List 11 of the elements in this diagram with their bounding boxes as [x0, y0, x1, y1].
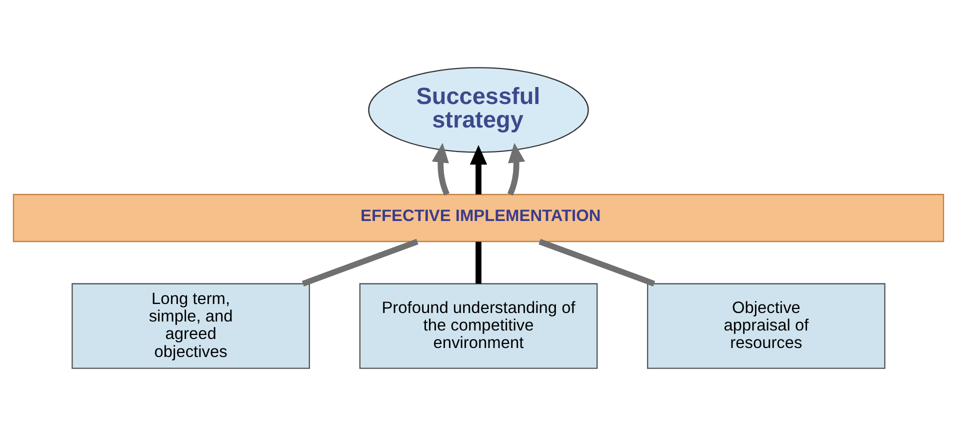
- connector: [538, 238, 656, 286]
- arrow: [432, 142, 450, 196]
- arrow: [470, 144, 488, 194]
- connector: [302, 238, 418, 286]
- connector: [476, 241, 482, 284]
- node-box: Profound understanding of the competitive environment: [359, 282, 598, 368]
- node-box: Objective appraisal of resources: [647, 282, 886, 368]
- arrow: [507, 142, 526, 196]
- node-ellipse: Successful strategy: [368, 66, 589, 152]
- node-box: EFFECTIVE IMPLEMENTATION: [12, 193, 944, 242]
- node-box: Long term, simple, and agreed objectives: [72, 282, 310, 368]
